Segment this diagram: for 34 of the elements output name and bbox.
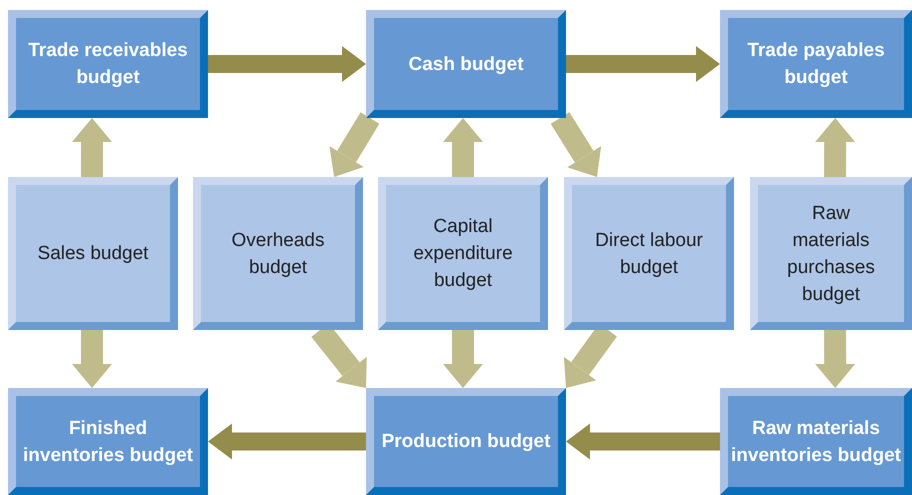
input-budget-box	[564, 177, 734, 330]
arrow	[815, 118, 856, 178]
arrow	[566, 424, 720, 460]
box-label: Finished inventories budget	[22, 416, 194, 468]
budget-box	[720, 10, 912, 118]
box-label: Production budget	[380, 430, 552, 454]
box-label: Cash budget	[407, 52, 525, 76]
budget-box	[8, 388, 208, 495]
arrow	[443, 330, 483, 388]
arrow	[208, 46, 366, 82]
box-label: Sales budget	[36, 242, 150, 266]
arrow	[72, 118, 112, 177]
budget-box	[366, 10, 566, 118]
arrow	[72, 330, 112, 388]
box-label: Trade payables budget	[746, 39, 886, 90]
box-label: Raw materials inventories budget	[730, 416, 902, 468]
box-label: Trade receivables budget	[27, 39, 189, 90]
arrow	[815, 330, 856, 388]
arrow	[443, 118, 483, 177]
input-budget-box	[193, 177, 363, 330]
arrow	[566, 46, 720, 82]
arrow	[208, 424, 366, 460]
arrow	[550, 112, 602, 177]
arrow	[330, 112, 380, 177]
box-label: Capital expenditure budget	[412, 215, 514, 293]
budget-box	[720, 388, 912, 495]
budget-box	[8, 10, 208, 118]
box-label: Raw materials purchases budget	[786, 202, 876, 306]
budget-box	[366, 388, 566, 495]
input-budget-box	[378, 177, 548, 330]
input-budget-box	[8, 177, 178, 330]
input-budget-box	[750, 177, 912, 330]
box-label: Direct labour budget	[594, 228, 704, 280]
box-label: Overheads budget	[230, 228, 326, 280]
